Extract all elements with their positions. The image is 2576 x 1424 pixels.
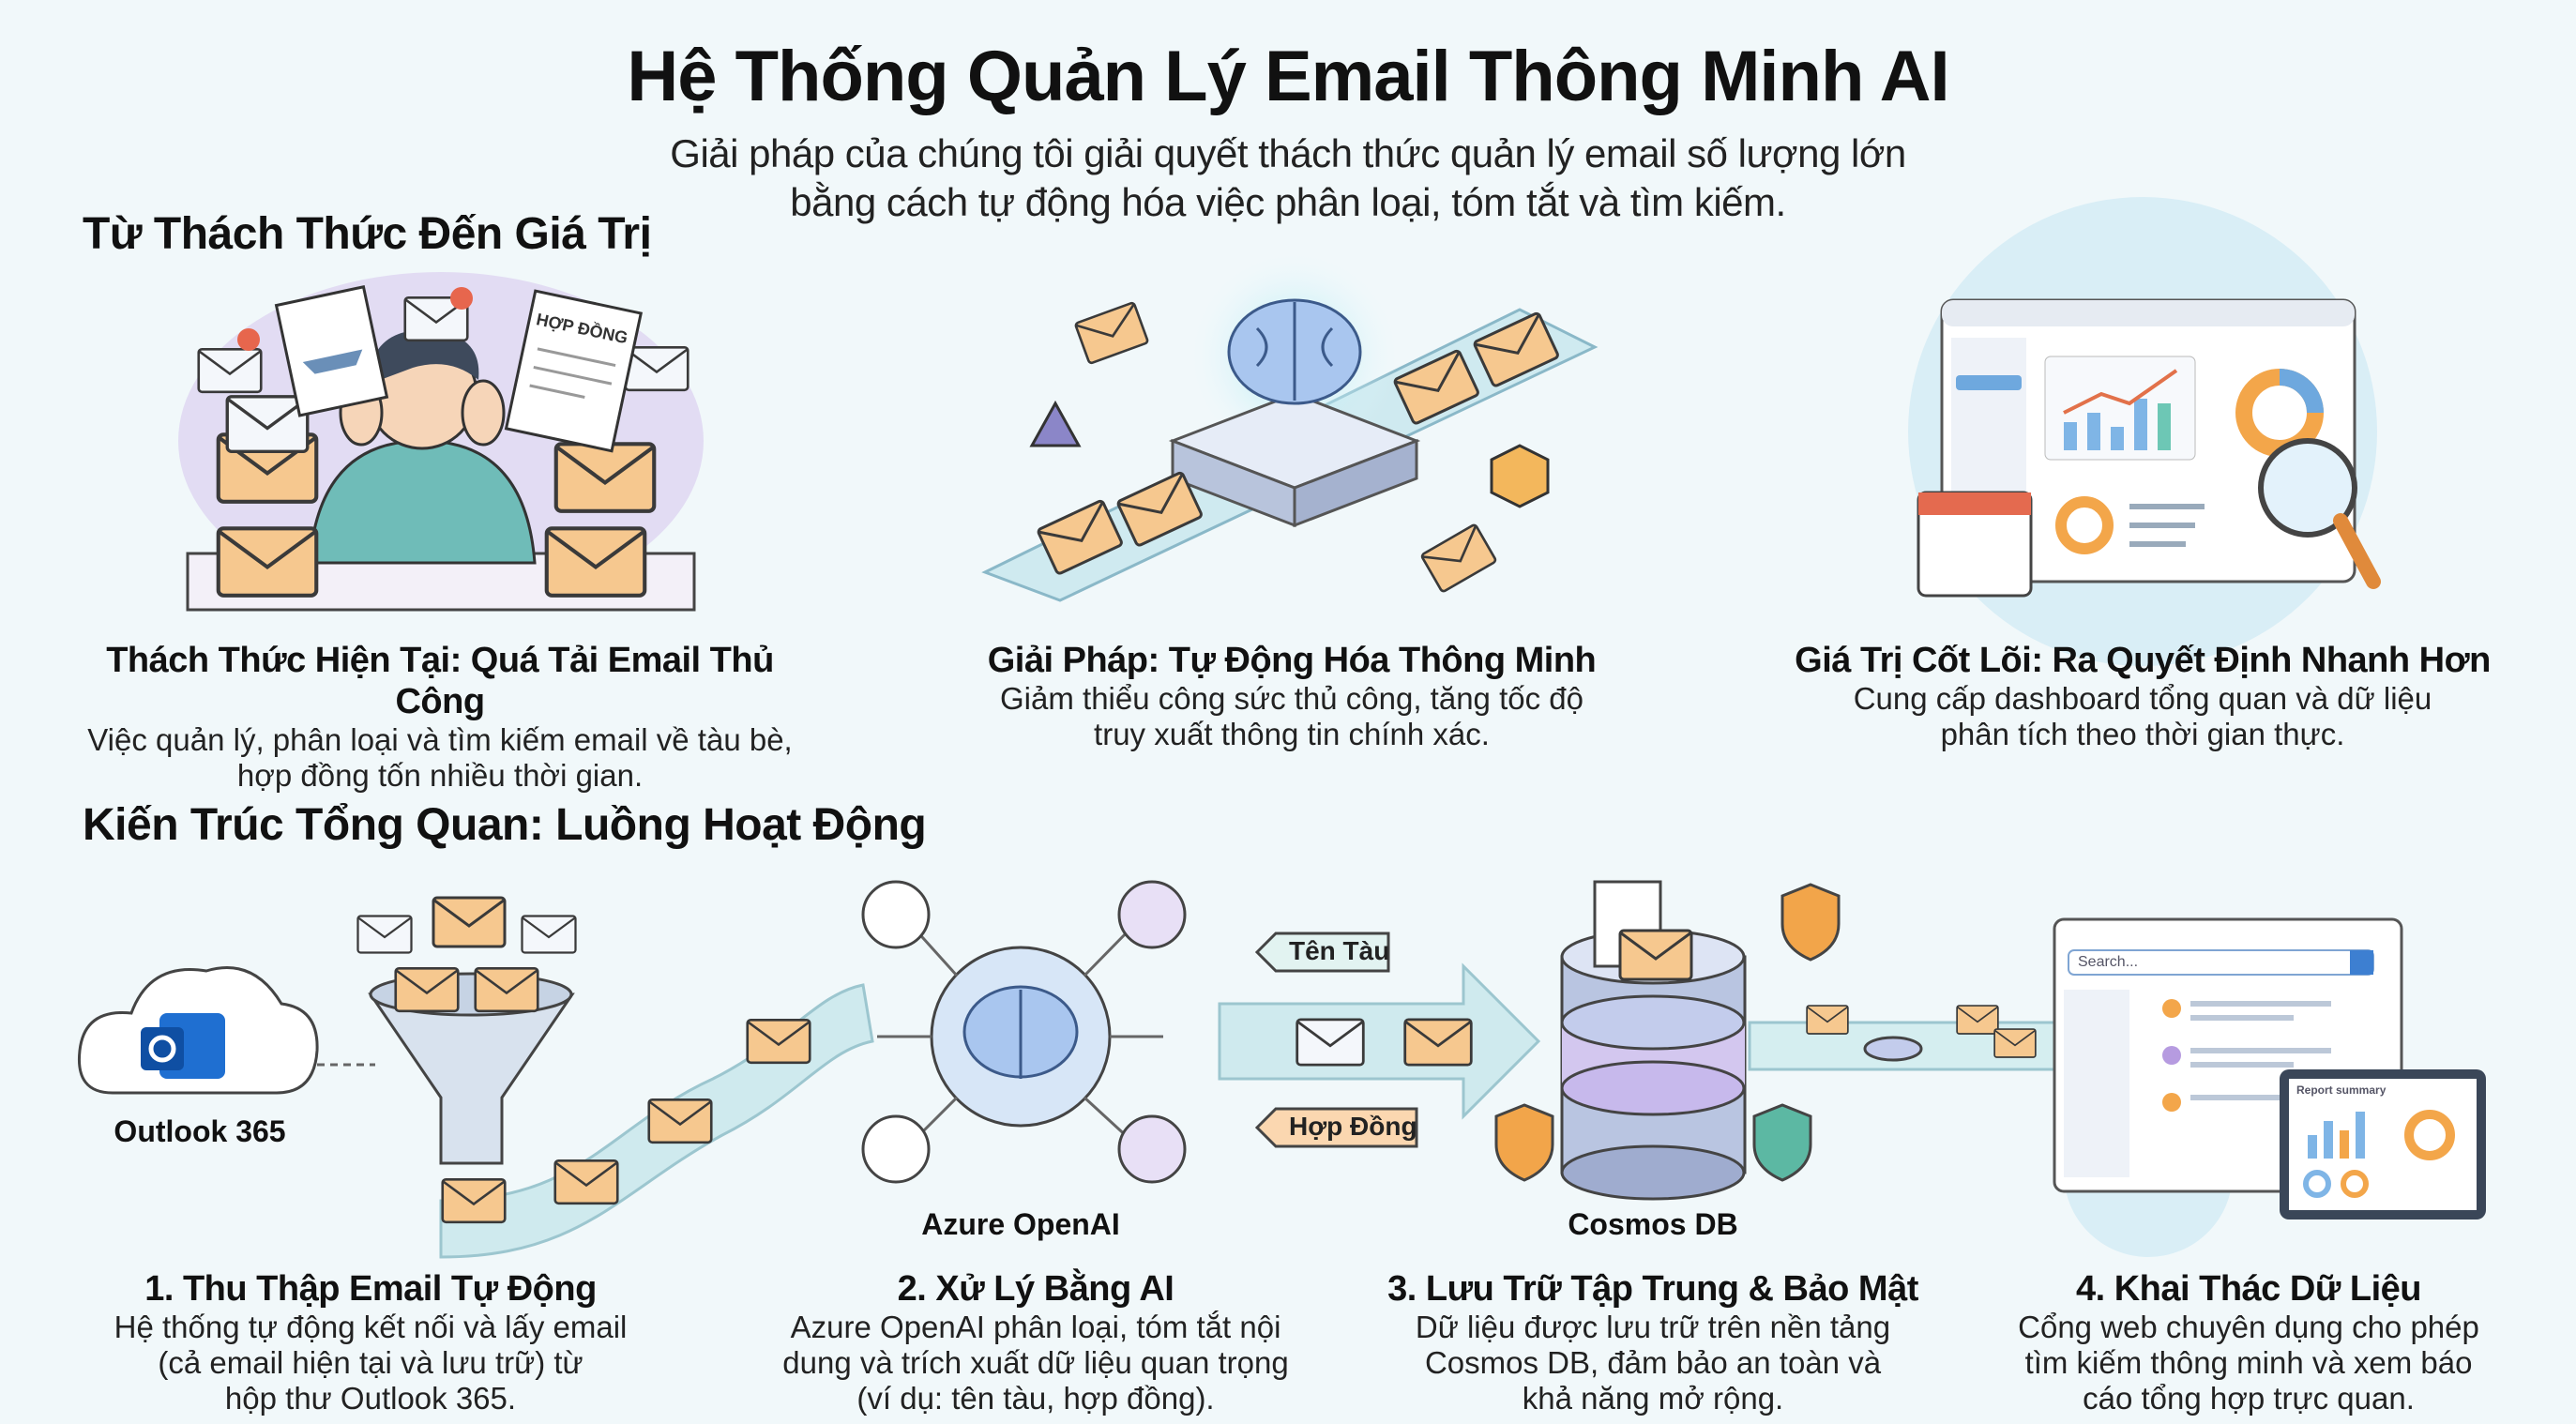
step-text: khả năng mở rộng. [1522,1381,1784,1416]
step-2: 2. Xử Lý Bằng AI Azure OpenAI phân loại,… [660,1268,1411,1416]
outlook-cloud [77,966,319,1095]
step-text: tìm kiếm thông minh và xem báo [2024,1345,2473,1380]
contract-document: HỢP ĐỒNG [504,289,644,453]
illustration-email-overload: HỢP ĐỒNG [178,272,704,612]
step-title: 4. Khai Thác Dữ Liệu [2075,1269,2422,1309]
illustration-dashboard [1908,197,2381,666]
step-text: Azure OpenAI phân loại, tóm tắt nội [790,1310,1281,1344]
calendar-icon [1917,491,2033,598]
card-value: Giá Trị Cốt Lõi: Ra Quyết Định Nhanh Hơn… [1767,640,2518,752]
brain-icon [1227,298,1362,405]
step-text: (ví dụ: tên tàu, hợp đồng). [856,1381,1215,1416]
magnifier-icon [2258,438,2381,589]
card-title: Thách Thức Hiện Tại: Quá Tải Email Thủ C… [106,641,774,721]
step-text: Cosmos DB, đảm bảo an toàn và [1424,1345,1882,1380]
step-text: Dữ liệu được lưu trữ trên nền tảng [1415,1310,1891,1344]
step-text: hộp thư Outlook 365. [224,1381,517,1416]
step-title: 1. Thu Thập Email Tự Động [144,1269,597,1309]
label-outlook: Outlook 365 [114,1114,286,1148]
card-text: Giảm thiểu công sức thủ công, tăng tốc đ… [1000,681,1583,716]
section-heading-architecture: Kiến Trúc Tổng Quan: Luồng Hoạt Động [83,800,927,850]
subtitle-line-2: bằng cách tự động hóa việc phân loại, tó… [790,180,1786,224]
step-text: Hệ thống tự động kết nối và lấy email [114,1310,628,1344]
label-azure-openai: Azure OpenAI [921,1207,1120,1241]
card-text: hợp đồng tốn nhiều thời gian. [236,758,644,793]
label-cosmos-db: Cosmos DB [1568,1207,1738,1241]
card-challenge: Thách Thức Hiện Tại: Quá Tải Email Thủ C… [65,640,815,794]
tag-contract [1254,1107,1418,1148]
report-title: Report summary [2296,1083,2387,1097]
card-solution: Giải Pháp: Tự Động Hóa Thông Minh Giảm t… [917,640,1667,752]
illustration-ai-automation [981,253,1599,602]
page-title: Hệ Thống Quản Lý Email Thông Minh AI [627,37,1949,116]
step-4: 4. Khai Thác Dữ Liệu Cổng web chuyên dụn… [1873,1268,2576,1416]
card-text: truy xuất thông tin chính xác. [1094,717,1490,751]
tag-ship [1254,932,1390,973]
cosmos-db-stack [1560,880,1747,1201]
step-text: Cổng web chuyên dụng cho phép [2018,1310,2479,1344]
step-title: 3. Lưu Trữ Tập Trung & Bảo Mật [1387,1269,1918,1309]
step-text: cáo tổng hợp trực quan. [2083,1381,2415,1416]
card-text: phân tích theo thời gian thực. [1940,717,2345,751]
subtitle-line-1: Giải pháp của chúng tôi giải quyết thách… [670,131,1906,175]
tag-ship-label: Tên Tàu [1289,936,1390,965]
azure-openai-hub [861,880,1187,1184]
step-3: 3. Lưu Trữ Tập Trung & Bảo Mật Dữ liệu đ… [1278,1268,2028,1416]
card-title: Giải Pháp: Tự Động Hóa Thông Minh [987,641,1597,680]
web-portal [2053,917,2486,1257]
section-heading-value: Từ Thách Thức Đến Giá Trị [83,209,652,259]
step-title: 2. Xử Lý Bằng AI [897,1269,1174,1309]
portal-search-input: Search... [2078,954,2139,970]
step-text: (cả email hiện tại và lưu trữ) từ [158,1345,583,1380]
card-title: Giá Trị Cốt Lõi: Ra Quyết Định Nhanh Hơn [1795,641,2491,680]
shield-icon [1494,883,1841,1182]
card-text: Việc quản lý, phân loại và tìm kiếm emai… [87,722,793,757]
card-text: Cung cấp dashboard tổng quan và dữ liệu [1853,681,2432,716]
tag-contract-label: Hợp Đồng [1289,1112,1417,1141]
step-text: dung và trích xuất dữ liệu quan trọng [782,1345,1289,1380]
funnel-icon [356,896,577,1165]
step-1: 1. Thu Thập Email Tự Động Hệ thống tự độ… [0,1268,746,1416]
arrow-band [1218,962,1541,1120]
